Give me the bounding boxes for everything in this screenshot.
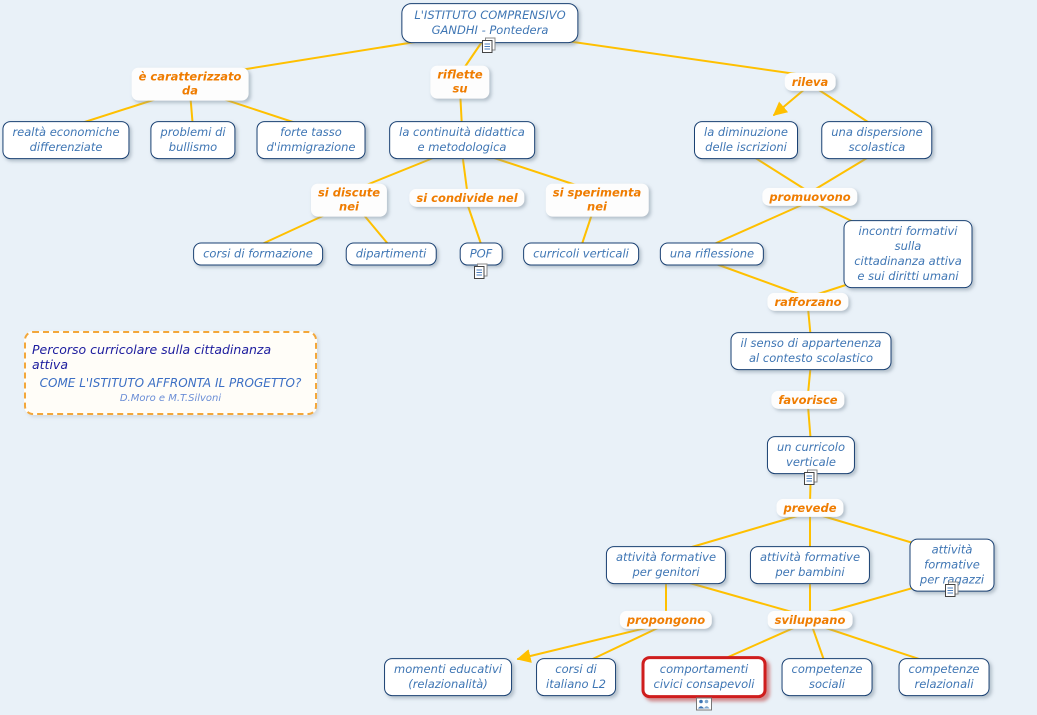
concept-senso-appartenenza[interactable]: il senso di appartenenza al contesto sco… <box>730 332 892 370</box>
concept-realta-economiche[interactable]: realtà economiche differenziate <box>2 121 130 159</box>
link-label-rileva[interactable]: rileva <box>784 72 836 92</box>
concept-diminuzione-iscrizioni[interactable]: la diminuzione delle iscrizioni <box>694 121 798 159</box>
link-label-si-discute-nei[interactable]: si discute nei <box>310 183 388 217</box>
concept-momenti-educativi[interactable]: momenti educativi (relazionalità) <box>384 658 512 696</box>
link-label-sviluppano[interactable]: sviluppano <box>767 610 853 630</box>
group-resource-icon[interactable] <box>696 697 712 715</box>
concept-una-riflessione[interactable]: una riflessione <box>659 242 765 266</box>
link-label-prevede[interactable]: prevede <box>776 498 844 518</box>
link-label-si-sperimenta-nei[interactable]: si sperimenta nei <box>545 183 649 217</box>
legend-subtitle: COME L'ISTITUTO AFFRONTA IL PROGETTO? <box>39 375 302 390</box>
document-resource-icon[interactable] <box>944 581 960 599</box>
link-label-promuovono[interactable]: promuovono <box>762 187 858 207</box>
concept-attivita-bambini[interactable]: attività formative per bambini <box>749 546 871 584</box>
concept-pof[interactable]: POF <box>459 242 503 266</box>
link-label-favorisce[interactable]: favorisce <box>771 390 845 410</box>
concept-corsi-italiano-l2[interactable]: corsi di italiano L2 <box>536 658 616 696</box>
link-label-rafforzano[interactable]: rafforzano <box>767 292 849 312</box>
concept-continuita-didattica[interactable]: la continuità didattica e metodologica <box>389 121 535 159</box>
link-label-riflette-su[interactable]: riflette su <box>430 65 490 99</box>
document-resource-icon[interactable] <box>481 37 497 55</box>
concept-forte-tasso-immigrazione[interactable]: forte tasso d'immigrazione <box>256 121 366 159</box>
concept-dispersione-scolastica[interactable]: una dispersione scolastica <box>821 121 933 159</box>
concept-problemi-bullismo[interactable]: problemi di bullismo <box>150 121 236 159</box>
concept-curricoli-verticali[interactable]: curricoli verticali <box>523 242 639 266</box>
link-label-si-condivide-nel[interactable]: si condivide nel <box>409 188 525 208</box>
legend-authors: D.Moro e M.T.Silvoni <box>119 393 222 404</box>
concept-corsi-di-formazione[interactable]: corsi di formazione <box>193 242 323 266</box>
concept-dipartimenti[interactable]: dipartimenti <box>345 242 437 266</box>
concept-curricolo-verticale[interactable]: un curricolo verticale <box>766 436 856 474</box>
legend-note[interactable]: Percorso curricolare sulla cittadinanza … <box>24 331 317 415</box>
document-resource-icon[interactable] <box>803 469 819 487</box>
legend-title: Percorso curricolare sulla cittadinanza … <box>32 342 272 372</box>
concept-comportamenti-civici[interactable]: comportamenti civici consapevoli <box>641 656 767 698</box>
link-label-propongono[interactable]: propongono <box>619 610 713 630</box>
document-resource-icon[interactable] <box>473 263 489 281</box>
concept-istituto[interactable]: L'ISTITUTO COMPRENSIVO GANDHI - Ponteder… <box>401 3 579 43</box>
concept-attivita-genitori[interactable]: attività formative per genitori <box>605 546 727 584</box>
concept-competenze-relazionali[interactable]: competenze relazionali <box>898 658 990 696</box>
link-label-e-caratterizzato-da[interactable]: è caratterizzato da <box>131 67 249 101</box>
concept-competenze-sociali[interactable]: competenze sociali <box>781 658 873 696</box>
concept-incontri-formativi[interactable]: incontri formativi sulla cittadinanza at… <box>843 220 973 288</box>
